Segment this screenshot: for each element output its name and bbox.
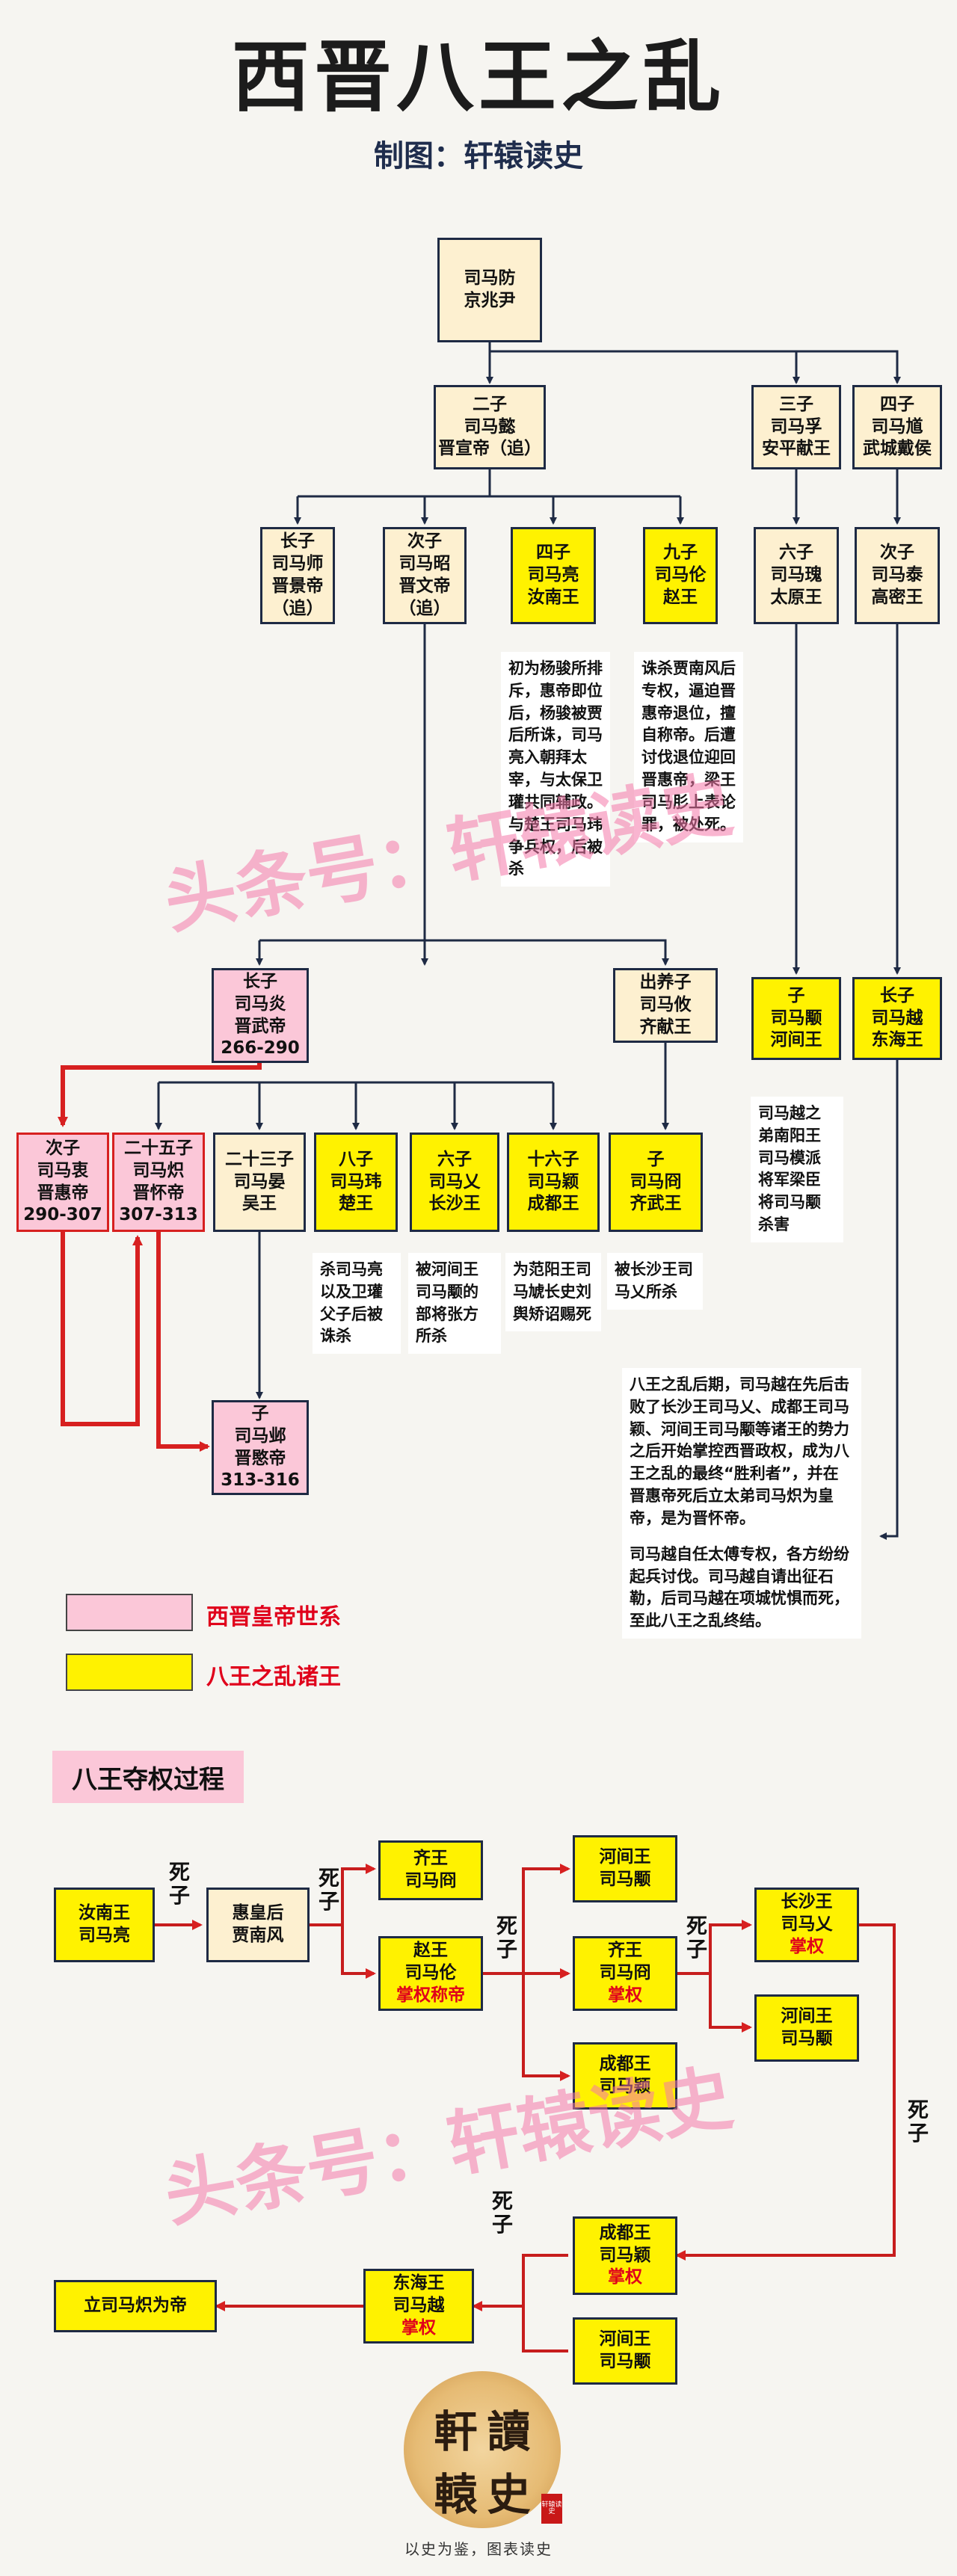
flow-chengdu-1: 成都王司马颖 xyxy=(573,2042,677,2110)
flow-label-death-3: 死子 xyxy=(496,1914,517,1962)
legend-label-princes: 八王之乱诸王 xyxy=(206,1664,341,1690)
node-sima-fang: 司马防京兆尹 xyxy=(437,238,542,342)
node-sima-yi: 二子司马懿晋宣帝（追） xyxy=(434,385,546,469)
note-sima-yong: 司马越之弟南阳王司马模派将军梁臣将司马颙杀害 xyxy=(751,1097,843,1242)
legend-label-emperor: 西晋皇帝世系 xyxy=(206,1604,341,1630)
flow-section-title: 八王夺权过程 xyxy=(52,1751,244,1803)
footer-slogan: 以史为鉴，图表读史 xyxy=(404,2540,553,2558)
node-sima-ying: 十六子司马颖成都王 xyxy=(507,1133,600,1232)
flow-zhao: 赵王司马伦掌权称帝 xyxy=(378,1936,483,2011)
flow-label-death-2: 死子 xyxy=(318,1866,339,1914)
footer-seal-logo: 軒讀 轅史 xyxy=(404,2371,561,2528)
node-sima-wei: 八子司马玮楚王 xyxy=(314,1133,398,1232)
node-sima-liang: 四子司马亮汝南王 xyxy=(511,527,596,624)
node-sima-yue: 长子司马越东海王 xyxy=(852,977,942,1060)
flow-hejian-2: 河间王司马颙 xyxy=(754,1994,859,2062)
node-sima-yong: 子司马颙河间王 xyxy=(751,977,841,1060)
flow-ru-nan: 汝南王司马亮 xyxy=(54,1888,155,1962)
node-sima-you: 出养子司马攸齐献王 xyxy=(613,968,718,1043)
node-sima-shi: 长子司马师晋景帝（追） xyxy=(260,527,335,624)
flow-jia-nan-feng: 惠皇后贾南风 xyxy=(206,1888,310,1962)
flow-hejian-1: 河间王司马颙 xyxy=(573,1835,677,1902)
legend-swatch-princes xyxy=(66,1654,193,1691)
flow-label-death-6: 死子 xyxy=(491,2189,513,2237)
flow-label-death-4: 死子 xyxy=(686,1914,707,1962)
legend-swatch-emperor xyxy=(66,1594,193,1631)
flow-donghai: 东海王司马越掌权 xyxy=(363,2269,474,2344)
node-sima-lun: 九子司马伦赵王 xyxy=(643,527,718,624)
node-sima-ai: 六子司马乂长沙王 xyxy=(410,1133,499,1232)
page-subtitle: 制图：轩辕读史 xyxy=(374,139,583,173)
flow-label-death-1: 死子 xyxy=(168,1860,190,1908)
flow-label-death-5: 死子 xyxy=(907,2098,929,2145)
note-sima-lun: 诛杀贾南风后专权，逼迫晋惠帝退位，擅自称帝。后遭讨伐退位迎回晋惠帝，梁王司马肜上… xyxy=(634,652,743,842)
flow-qi-2: 齐王司马冏掌权 xyxy=(573,1936,677,2011)
node-sima-tai: 次子司马泰高密王 xyxy=(855,527,940,624)
flow-changsha: 长沙王司马乂掌权 xyxy=(754,1888,859,1962)
flow-chengdu-2: 成都王司马颖掌权 xyxy=(573,2216,677,2295)
node-sima-gui: 六子司马瑰太原王 xyxy=(754,527,839,624)
node-sima-fu: 三子司马孚安平献王 xyxy=(751,385,841,469)
page-title: 西晋八王之乱 xyxy=(231,31,725,123)
node-sima-zhao: 次子司马昭晋文帝（追） xyxy=(383,527,467,624)
note-sima-ai: 被河间王司马颙的部将张方所杀 xyxy=(408,1253,501,1355)
note-sima-ying: 为范阳王司马虓长史刘舆矫诏赐死 xyxy=(505,1253,601,1332)
note-sima-wei: 杀司马亮以及卫瓘父子后被诛杀 xyxy=(313,1253,401,1355)
note-sima-jiong: 被长沙王司马乂所杀 xyxy=(607,1253,703,1310)
flow-qi-1: 齐王司马冏 xyxy=(378,1840,483,1900)
summary-note: 八王之乱后期，司马越在先后击败了长沙王司马乂、成都王司马颖、河间王司马颙等诸王的… xyxy=(622,1368,861,1639)
flow-final: 立司马炽为帝 xyxy=(54,2280,217,2332)
node-sima-kui: 四子司马馗武城戴侯 xyxy=(852,385,942,469)
footer-red-stamp: 轩辕读史 xyxy=(541,2494,562,2524)
note-sima-liang: 初为杨骏所排斥，惠帝即位后，杨骏被贾后所诛，司马亮入朝拜太宰，与太保卫瓘共同辅政… xyxy=(501,652,610,887)
flow-hejian-3: 河间王司马颙 xyxy=(573,2317,677,2385)
node-sima-jiong: 子司马冏齐武王 xyxy=(609,1133,703,1232)
node-sima-yan2: 二十三子司马晏吴王 xyxy=(213,1133,306,1232)
